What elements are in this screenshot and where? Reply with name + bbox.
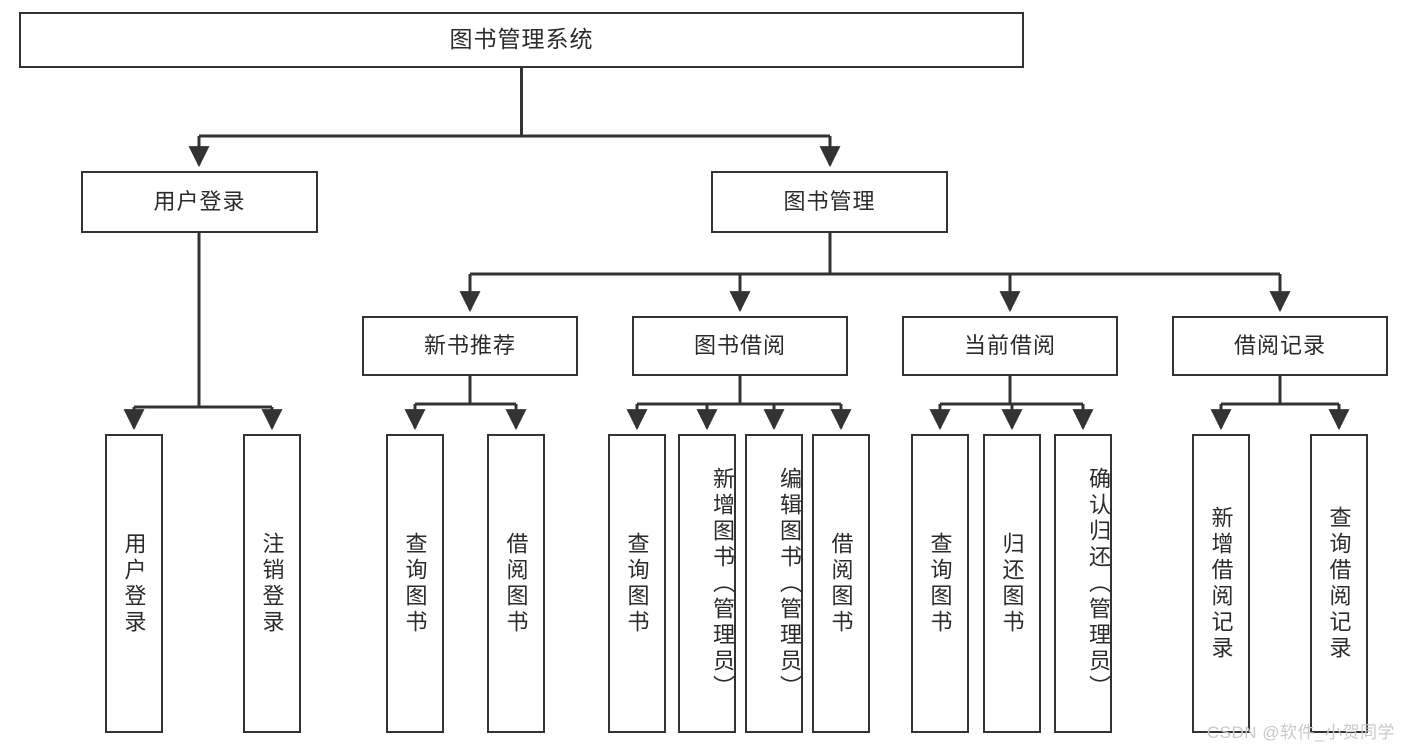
node-leaf-query-record-label: 查询借阅记录 <box>1326 505 1352 662</box>
node-leaf-query-record[interactable]: 查询借阅记录 <box>1310 434 1368 733</box>
node-leaf-confirm-return-label: 确认归还（管理员） <box>1086 466 1111 701</box>
node-leaf-user-login[interactable]: 用户登录 <box>105 434 163 733</box>
node-leaf-edit-book[interactable]: 编辑图书（管理员） <box>745 434 803 733</box>
node-book-borrow[interactable]: 图书借阅 <box>632 316 848 376</box>
watermark: CSDN @软件_小贺同学 <box>1206 723 1395 742</box>
node-current-borrow[interactable]: 当前借阅 <box>902 316 1118 376</box>
node-leaf-confirm-return[interactable]: 确认归还（管理员） <box>1054 434 1112 733</box>
node-leaf-borrow-book-2[interactable]: 借阅图书 <box>812 434 870 733</box>
node-book-borrow-label: 图书借阅 <box>693 332 786 358</box>
node-borrow-record-label: 借阅记录 <box>1233 332 1326 358</box>
node-current-borrow-label: 当前借阅 <box>963 332 1056 358</box>
node-new-book-rec[interactable]: 新书推荐 <box>362 316 578 376</box>
node-leaf-borrow-book-1-label: 借阅图书 <box>503 531 529 636</box>
node-leaf-query-book-3-label: 查询图书 <box>927 531 953 636</box>
node-leaf-add-book[interactable]: 新增图书（管理员） <box>678 434 736 733</box>
node-leaf-borrow-book-2-label: 借阅图书 <box>828 531 854 636</box>
node-leaf-query-book-2-label: 查询图书 <box>624 531 650 636</box>
node-book-manage[interactable]: 图书管理 <box>711 171 948 233</box>
node-leaf-add-record[interactable]: 新增借阅记录 <box>1192 434 1250 733</box>
node-user-login-label: 用户登录 <box>153 188 246 214</box>
node-leaf-return-book-label: 归还图书 <box>999 531 1025 636</box>
node-leaf-query-book-1[interactable]: 查询图书 <box>386 434 444 733</box>
node-root[interactable]: 图书管理系统 <box>19 12 1024 68</box>
node-leaf-query-book-3[interactable]: 查询图书 <box>911 434 969 733</box>
node-new-book-rec-label: 新书推荐 <box>423 332 516 358</box>
node-leaf-edit-book-label: 编辑图书（管理员） <box>777 466 802 701</box>
node-book-manage-label: 图书管理 <box>783 188 876 214</box>
node-root-label: 图书管理系统 <box>449 26 594 53</box>
node-user-login[interactable]: 用户登录 <box>81 171 318 233</box>
node-leaf-add-book-label: 新增图书（管理员） <box>710 466 735 701</box>
node-leaf-add-record-label: 新增借阅记录 <box>1208 505 1234 662</box>
node-leaf-user-logout-label: 注销登录 <box>259 531 285 636</box>
node-leaf-borrow-book-1[interactable]: 借阅图书 <box>487 434 545 733</box>
node-leaf-query-book-1-label: 查询图书 <box>402 531 428 636</box>
node-leaf-return-book[interactable]: 归还图书 <box>983 434 1041 733</box>
node-borrow-record[interactable]: 借阅记录 <box>1172 316 1388 376</box>
node-leaf-user-login-label: 用户登录 <box>121 531 147 636</box>
node-leaf-query-book-2[interactable]: 查询图书 <box>608 434 666 733</box>
node-leaf-user-logout[interactable]: 注销登录 <box>243 434 301 733</box>
